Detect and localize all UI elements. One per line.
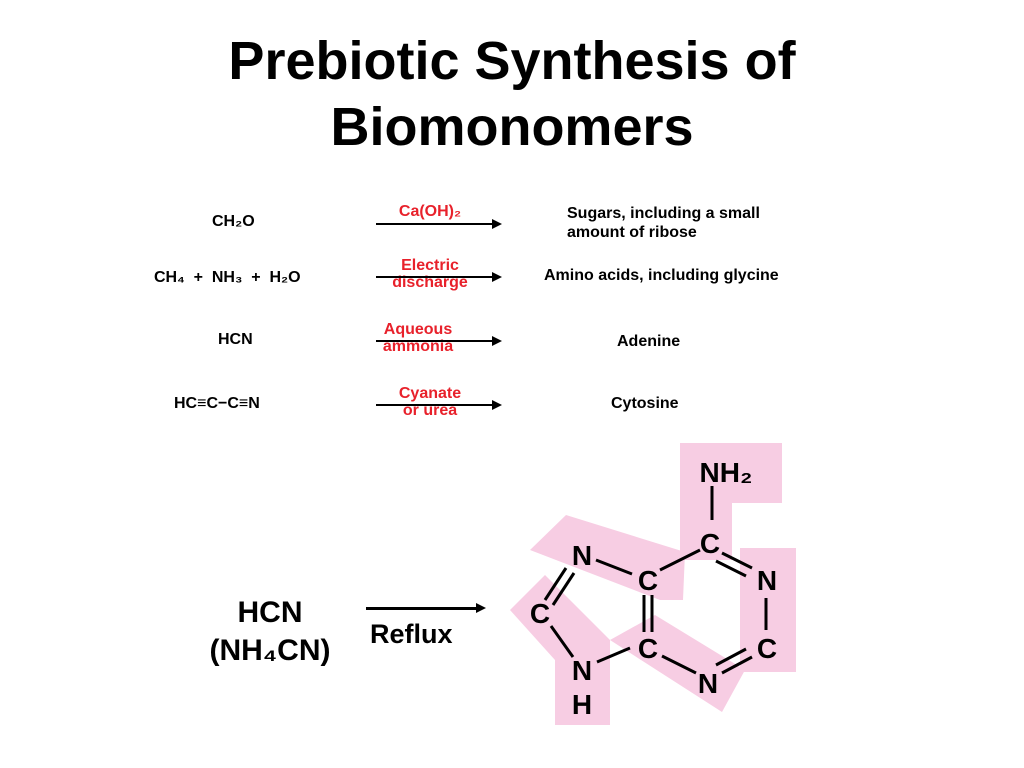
reagent-line-1: Electric: [401, 257, 459, 274]
highlight-n1-c2: [740, 548, 796, 672]
atom-h9: H: [572, 689, 592, 720]
product-sugars: Sugars, including a small amount of ribo…: [567, 204, 760, 242]
reagent-line-2: or urea: [402, 402, 458, 419]
atom-labels: NH₂ C N C N C C N C N H: [530, 457, 777, 720]
highlight-c8-n9: [510, 575, 610, 725]
condition-reflux: Reflux: [370, 619, 453, 649]
bond-lines: [543, 486, 768, 675]
product-cytosine: Cytosine: [611, 395, 679, 412]
atom-c8: C: [530, 598, 550, 629]
atom-c4: C: [638, 633, 658, 664]
title-line-2: Biomonomers: [330, 97, 694, 157]
highlight-amino: [680, 443, 782, 503]
reagent-electric-discharge: Electric discharge: [365, 257, 495, 291]
reactant-methane-ammonia-water: CH₄ + NH₃ + H₂O: [154, 269, 301, 286]
highlight-c6: [680, 495, 732, 560]
reaction-arrow: [376, 219, 502, 229]
reactant-hcn: HCN: [218, 331, 253, 348]
atom-c2: C: [757, 633, 777, 664]
scheme-reactant: HCN (NH₄CN): [195, 594, 345, 670]
reagent-line-1: Cyanate: [398, 385, 462, 402]
atom-n9: N: [572, 655, 592, 686]
highlight-n7-c5: [530, 515, 685, 600]
reactant-formaldehyde: CH₂O: [212, 213, 255, 230]
reaction-arrow: [376, 400, 502, 410]
reagent-cyanate-urea: Cyanate or urea: [365, 385, 495, 419]
atom-c6: C: [700, 528, 720, 559]
slide-title: Prebiotic Synthesis of Biomonomers: [0, 28, 1024, 160]
reagent-calcium-hydroxide: Ca(OH)₂: [398, 203, 462, 220]
atom-n1: N: [757, 565, 777, 596]
atom-c5: C: [638, 565, 658, 596]
reactant-cyanoacetylene: HC≡C−C≡N: [174, 395, 260, 412]
reagent-aqueous-ammonia: Aqueous ammonia: [353, 321, 483, 355]
reaction-arrow: [376, 336, 502, 346]
scheme-reactant-line-1: HCN: [237, 596, 303, 629]
reagent-line-1: Aqueous: [383, 321, 453, 338]
reflux-arrow: [366, 603, 486, 613]
reaction-arrow: [376, 272, 502, 282]
atom-nh2: NH₂: [700, 457, 753, 488]
atom-n7: N: [572, 540, 592, 571]
product-amino-acids: Amino acids, including glycine: [544, 267, 779, 284]
atom-n3: N: [698, 668, 718, 699]
product-sugars-line-2: amount of ribose: [567, 224, 697, 241]
product-sugars-line-1: Sugars, including a small: [567, 205, 760, 222]
product-adenine: Adenine: [617, 333, 681, 350]
reagent-line-2: discharge: [392, 274, 468, 291]
reagent-line-2: ammonia: [382, 338, 454, 355]
title-line-1: Prebiotic Synthesis of: [228, 31, 796, 91]
scheme-reactant-line-2: (NH₄CN): [209, 634, 331, 667]
